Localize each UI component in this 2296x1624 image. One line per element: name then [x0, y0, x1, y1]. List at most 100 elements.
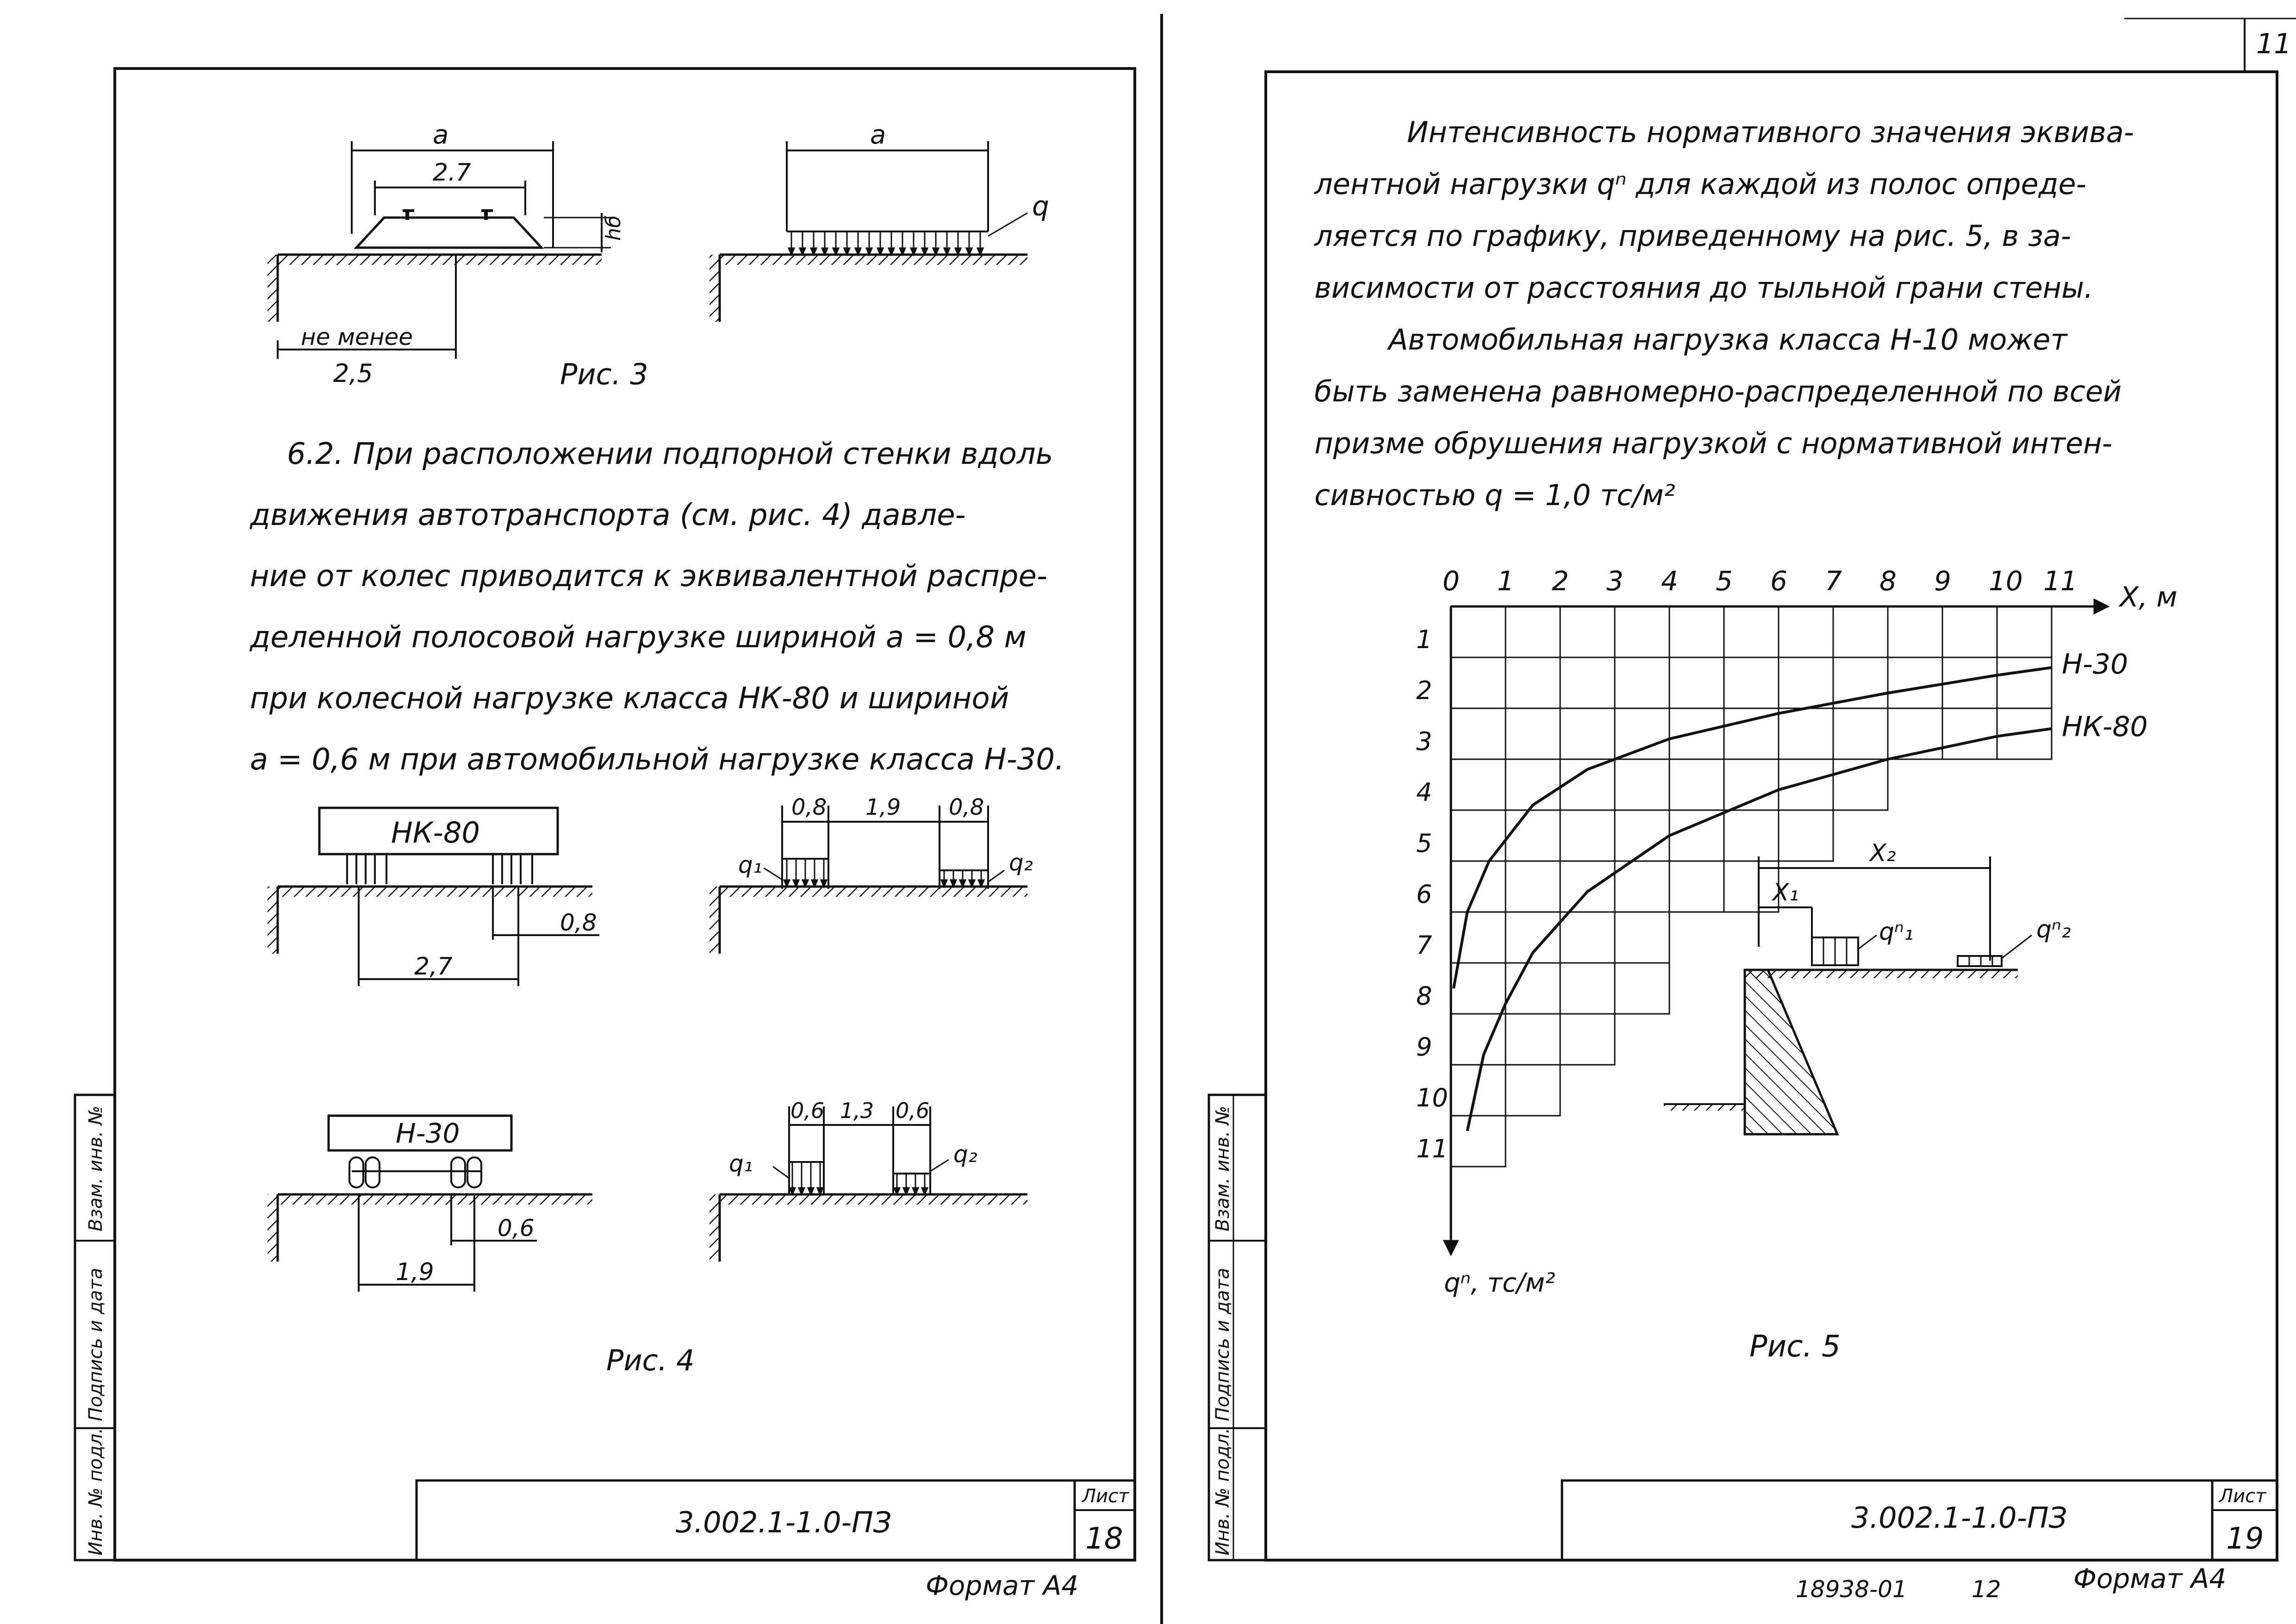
load-arrowhead — [798, 247, 807, 256]
grid-cell — [1668, 860, 1725, 913]
grid-cell — [1559, 758, 1616, 811]
right-side-stamp: Взам. инв. № Подпись и дата Инв. № подл. — [1207, 1093, 1267, 1562]
x-tick-label: 10 — [1989, 565, 2023, 597]
left-stamp-text-2: Подпись и дата — [85, 1268, 106, 1421]
right-doc-code: 3.002.1-1.0-ПЗ — [1851, 1501, 2067, 1535]
fig4-top-dim-1: 0,8 — [791, 794, 827, 820]
load-arrowhead — [788, 1187, 796, 1196]
grid-cell — [1832, 707, 1889, 760]
load-arrowhead — [911, 1187, 920, 1196]
grid-cell — [1505, 707, 1561, 760]
load-arrowhead — [865, 247, 873, 256]
fig5-inset: X₂ X₁ qⁿ₁ qⁿ₂ — [1664, 839, 2071, 1136]
fig4-h30-label: Н-30 — [396, 1118, 460, 1149]
grid-cell — [1559, 1013, 1616, 1066]
grid-cell — [1887, 656, 1943, 709]
load-arrowhead — [940, 879, 948, 888]
load-arrowhead — [909, 247, 918, 256]
fig4-h30-dim-06: 0,6 — [498, 1215, 535, 1242]
fig4-bottom-dim-2: 1,3 — [840, 1098, 874, 1123]
right-sheet-number: 19 — [2226, 1522, 2264, 1556]
left-title-block: 3.002.1-1.0-ПЗ Лист 18 Формат А4 — [415, 1479, 1136, 1601]
load-arrowhead — [893, 1187, 901, 1196]
load-arrowhead — [954, 247, 962, 256]
right-paragraph-line-5: Автомобильная нагрузка класса Н-10 может — [1388, 323, 2067, 356]
fig3-label-min: не менее — [301, 324, 413, 350]
load-arrowhead — [807, 1187, 815, 1196]
grid-cell — [1505, 656, 1561, 709]
left-paragraph: 6.2. При расположении подпорной стенки в… — [250, 424, 1129, 790]
load-arrowhead — [787, 247, 796, 256]
load-arrowhead — [949, 879, 958, 888]
right-paragraph-line-8: сивностью q = 1,0 тс/м² — [1314, 478, 1675, 512]
grid-cell — [1941, 707, 1998, 760]
fig3-dim-25: 2,5 — [333, 359, 373, 388]
load-arrowhead — [797, 1187, 806, 1196]
fig4-h30-loads: 0,6 1,3 0,6 q₁ q₂ Рис. 4 — [606, 1098, 1027, 1377]
right-title-block: 3.002.1-1.0-ПЗ Лист 19 18938-01 12 Форма… — [1561, 1479, 2278, 1603]
grid-cell — [1996, 656, 2053, 709]
grid-cell — [1941, 606, 1998, 658]
grid-cell — [1505, 860, 1561, 913]
x-tick-label: 3 — [1606, 565, 1624, 597]
grid-cell — [1832, 606, 1889, 658]
grid-cell — [1723, 860, 1780, 913]
load-arrowhead — [898, 247, 907, 256]
fig3-embankment: a 2.7 hб не менее 2,5 — [268, 120, 625, 388]
grid-cell — [1668, 656, 1725, 709]
fig4-bottom-dim-3: 0,6 — [896, 1098, 929, 1123]
right-sheet-label: Лист — [2218, 1486, 2267, 1507]
grid-cell — [1778, 656, 1834, 709]
left-stamp-text-3: Взам. инв. № — [85, 1106, 106, 1231]
series-line-Н-30 — [1452, 666, 2052, 989]
y-tick-label: 2 — [1416, 676, 1432, 705]
grid-cell — [1887, 707, 1943, 760]
grid-cell — [1559, 860, 1616, 913]
grid-cell — [1450, 656, 1506, 709]
grid-cell — [1559, 911, 1616, 964]
inset-x1: X₁ — [1771, 879, 1798, 906]
grid-cell — [1450, 1064, 1506, 1117]
inset-x2: X₂ — [1868, 839, 1896, 867]
grid-cell — [1450, 758, 1506, 811]
right-paragraph-line-4: висимости от расстояния до тыльной грани… — [1314, 271, 2093, 305]
right-paragraph-line-7: призме обрушения нагрузкой с нормативной… — [1314, 426, 2113, 460]
load-arrowhead — [887, 247, 896, 256]
grid-cell — [1778, 758, 1834, 811]
chart-series-nk80-label: НК-80 — [2062, 711, 2148, 743]
fig4-nk80: НК-80 0,8 2,7 — [268, 806, 599, 986]
x-tick-label: 0 — [1443, 565, 1460, 597]
grid-cell — [1723, 606, 1780, 658]
fig4-h30-dim-19: 1,9 — [396, 1258, 434, 1286]
fig4-top-q2: q₂ — [1009, 849, 1033, 876]
left-paragraph-line-1: 6.2. При расположении подпорной стенки в… — [287, 437, 1053, 471]
fig4-nk80-loads: 0,8 1,9 0,8 q₁ q₂ — [709, 794, 1033, 954]
grid-cell — [1614, 606, 1670, 658]
fig3-uniform-load: a q Рис. 3 — [560, 120, 1049, 391]
fig3-caption: Рис. 3 — [560, 357, 648, 391]
left-doc-code: 3.002.1-1.0-ПЗ — [676, 1505, 891, 1539]
load-arrowhead — [792, 879, 800, 888]
retaining-wall — [1743, 968, 1839, 1136]
load-arrowhead — [783, 879, 791, 888]
y-tick-label: 11 — [1416, 1134, 1448, 1163]
grid-cell — [1450, 707, 1506, 760]
y-tick-label: 3 — [1416, 727, 1432, 756]
fig4-nk80-dim-27: 2,7 — [414, 953, 453, 981]
grid-cell — [1505, 758, 1561, 811]
right-paragraph-line-6: быть заменена равномерно-распределенной … — [1314, 375, 2122, 408]
grid-cell — [1832, 758, 1889, 811]
fig4-nk80-label: НК-80 — [391, 816, 480, 849]
chart-y-axis-label: qⁿ, тс/м² — [1444, 1268, 1555, 1298]
grid-cell — [1450, 962, 1506, 1015]
grid-cell — [1668, 809, 1725, 862]
fig4-nk80-dim-08: 0,8 — [560, 909, 597, 936]
right-stamp-text-1: Инв. № подл. — [1212, 1428, 1233, 1555]
left-sheet-number: 18 — [1085, 1522, 1123, 1556]
x-tick-label: 9 — [1934, 565, 1951, 597]
y-tick-label: 5 — [1416, 829, 1432, 858]
chart-x-axis-label: X, м — [2118, 581, 2178, 613]
left-sheet: Взам. инв. № Подпись и дата Инв. № подл.… — [74, 67, 1136, 1601]
fig4-caption: Рис. 4 — [606, 1343, 695, 1377]
load-arrowhead — [921, 247, 929, 256]
